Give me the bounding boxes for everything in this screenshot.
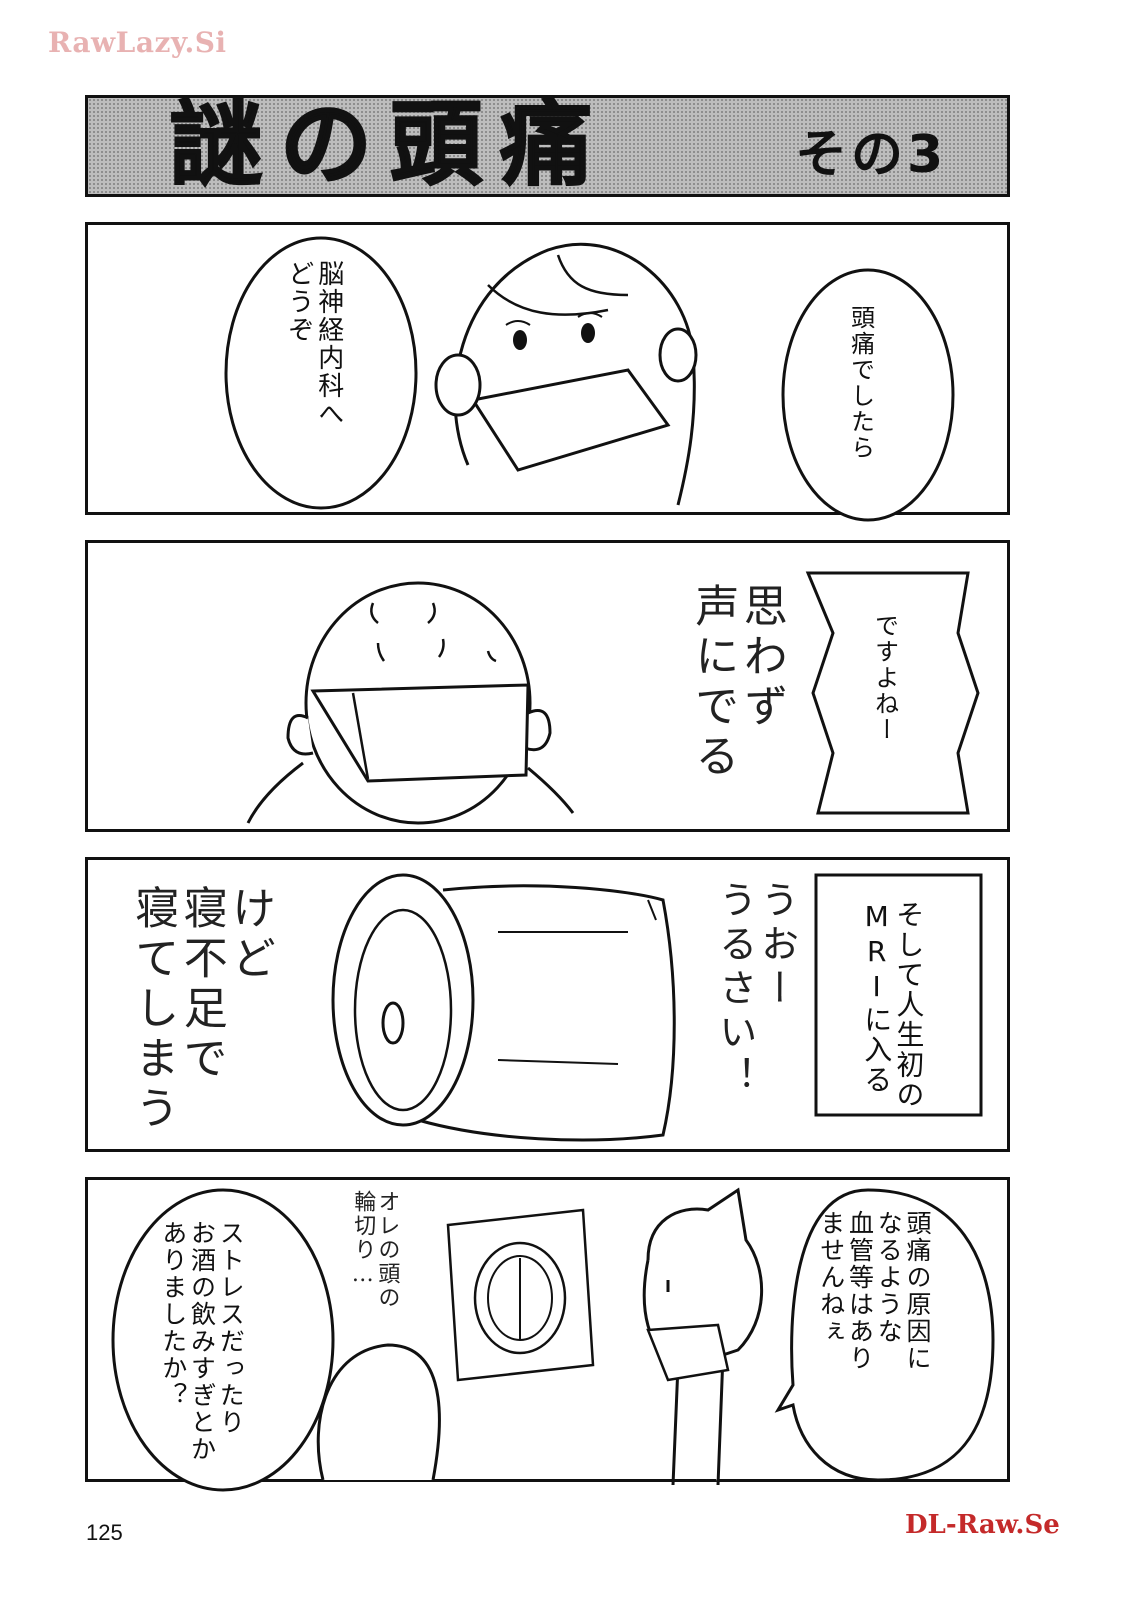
panel-3-art [331,873,983,1142]
speech-bubble-right [774,1188,995,1482]
woman-head [453,242,696,506]
panel-3: そして人生初の MRIに入る うおー うるさい！ けど 寝不足で 寝てしまう [85,857,1010,1152]
panel-1: 脳神経内科へ どうぞ 頭痛でしたら [85,222,1010,522]
panel-4: ストレスだったり お酒の飲みすぎとか ありましたか？ 頭痛の原因に なるような … [85,1177,1010,1492]
panel-1-art [224,236,955,522]
patient-mask [310,683,530,783]
caption-text: ですよねー [870,613,899,743]
panel-4-art [111,1187,995,1492]
speech-bubble-left [111,1188,335,1492]
handwritten-narration: 思わず 声にでる [687,583,787,783]
handwritten-slice-note: オレの頭の 輪切り… [350,1190,400,1310]
title-band [85,95,1010,197]
bubble-text-left: ストレスだったり お酒の飲みすぎとか ありましたか？ [158,1220,246,1463]
doctor-mask [646,1323,730,1382]
patient-head [316,1343,441,1481]
bubble-text-left: 脳神経内科へ どうぞ [283,260,344,428]
watermark-top: RawLazy.Si [48,26,227,59]
panel-2: ですよねー 思わず 声にでる [85,540,1010,832]
face-mask [470,368,671,472]
watermark-bottom: DL-Raw.Se [905,1510,1060,1540]
page-subtitle: その3 [795,125,948,185]
narration-box-text: そして人生初の MRIに入る [860,900,926,1110]
narration-box [814,873,983,1117]
bubble-text-right: 頭痛の原因に なるような 血管等はあり ませんねぇ [816,1210,932,1372]
speech-bubble-right [781,268,955,522]
speech-bubble-left [224,236,418,510]
caption-box [805,571,980,815]
bubble-text-right: 頭痛でしたら [846,305,875,461]
panel-2-art [246,571,980,825]
mri-machine [417,884,676,1142]
page-number: 125 [86,1520,123,1545]
page-title: 謎の頭痛 [169,90,611,199]
handwritten-sleep: けど 寝不足で 寝てしまう [127,885,276,1135]
handwritten-noise: うおー うるさい！ [712,880,799,1100]
